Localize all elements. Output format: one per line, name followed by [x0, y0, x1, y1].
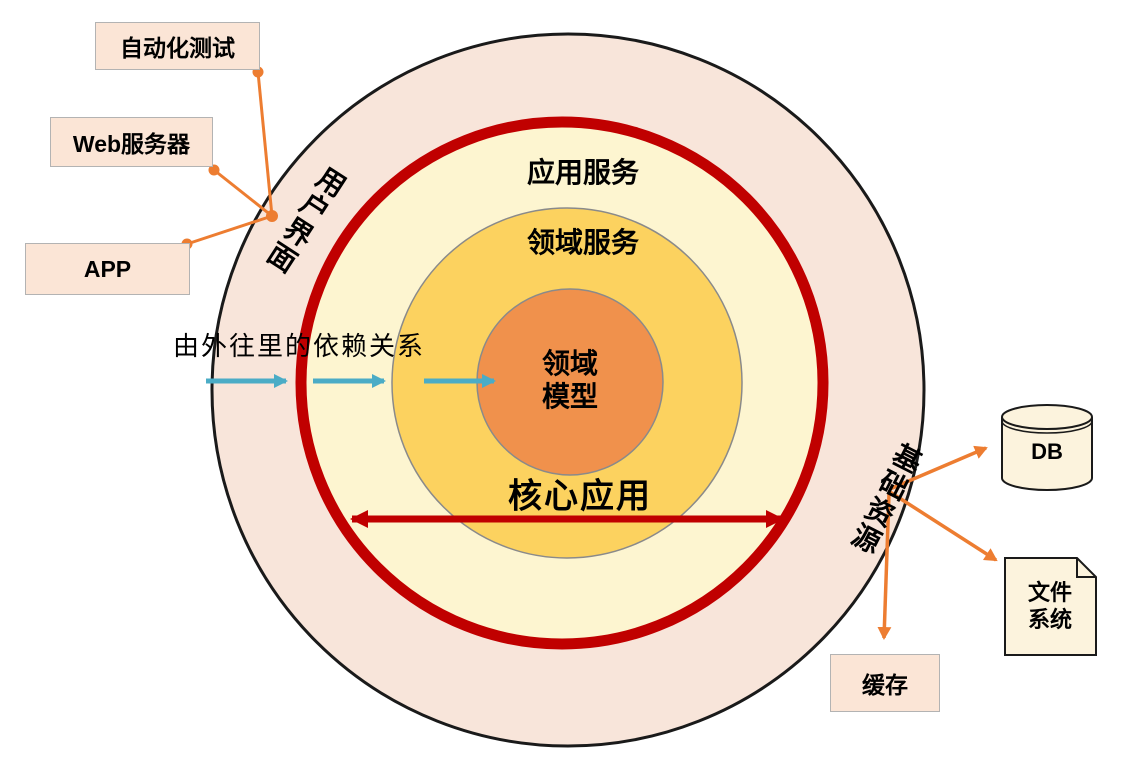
arrow-to-db [889, 445, 988, 491]
node-web-server: Web服务器 [50, 117, 213, 167]
application-services-label: 应用服务 [526, 157, 640, 188]
domain-model-line2: 模型 [541, 381, 599, 412]
connector-automation-line [256, 71, 274, 217]
node-cache-label: 缓存 [862, 672, 908, 698]
file-system-line2: 系统 [1027, 607, 1073, 632]
connector-dot-junction [266, 210, 278, 222]
connector-dot-webserver [208, 164, 220, 176]
connector-webserver-line [213, 168, 273, 218]
node-app: APP [25, 243, 190, 295]
core-application-label: 核心应用 [508, 477, 652, 516]
file-system-line1: 文件 [1027, 580, 1073, 605]
database-icon [1001, 404, 1093, 491]
domain-model-line1: 领域 [541, 348, 599, 379]
file-system-label: 文件 系统 [1028, 579, 1072, 633]
connector-app-line [186, 214, 273, 246]
node-automated-testing: 自动化测试 [95, 22, 260, 70]
node-cache: 缓存 [830, 654, 940, 712]
arrow-to-filesystem [889, 490, 998, 562]
dependency-direction-note: 由外往里的依赖关系 [173, 331, 426, 361]
arrow-to-cache [877, 493, 892, 640]
domain-services-label: 领域服务 [526, 227, 640, 258]
node-web-server-label: Web服务器 [72, 131, 191, 157]
file-system-icon [1004, 557, 1097, 656]
db-label: DB [1031, 439, 1063, 464]
node-automated-testing-label: 自动化测试 [120, 35, 235, 61]
node-app-label: APP [83, 255, 132, 282]
domain-model-label: 领域 模型 [542, 347, 598, 413]
